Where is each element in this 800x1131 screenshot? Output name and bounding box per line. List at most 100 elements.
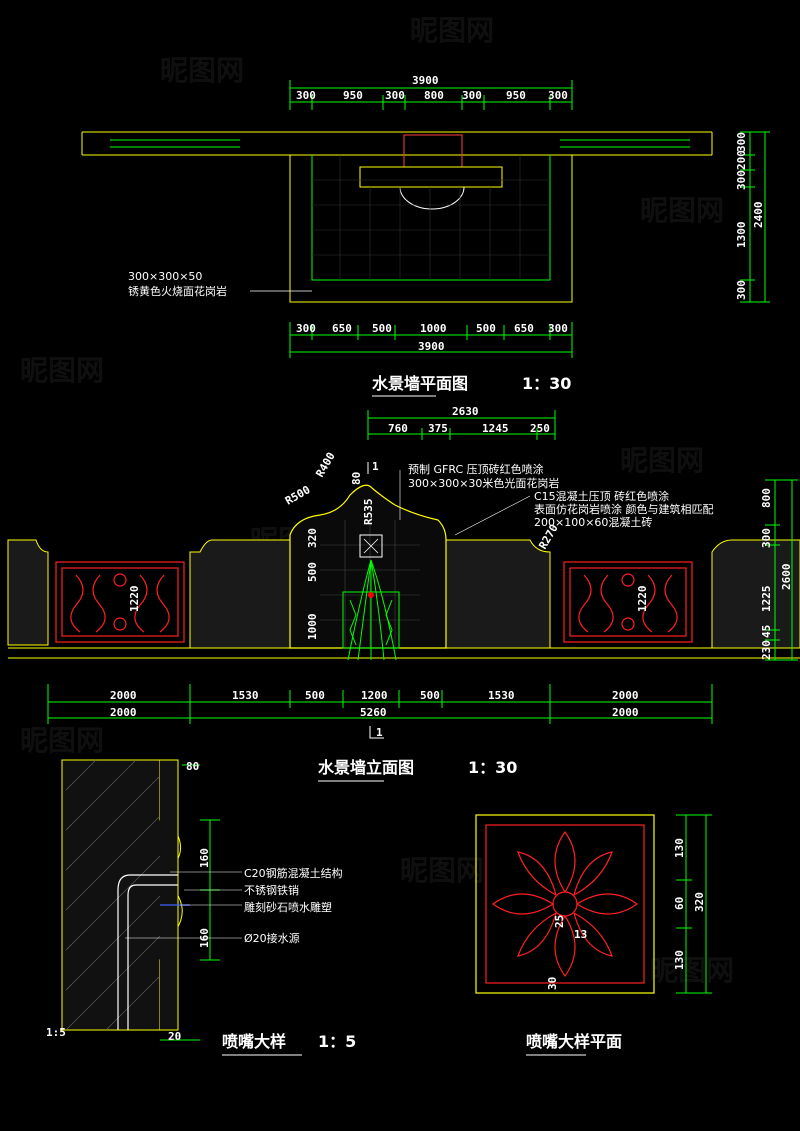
elev-top-seg: 250 — [530, 422, 550, 435]
elev-grille-right — [563, 561, 693, 643]
plan-top-seg: 300 — [548, 89, 568, 102]
elev-bottom-dim: 1530 — [232, 689, 259, 702]
nozzle-dim: 80 — [186, 760, 199, 773]
elev-notes: 预制 GFRC 压顶砖红色喷涂 300×300×30米色光面花岗岩 C15混凝土… — [408, 462, 714, 529]
elev-bottom-dim: 5260 — [360, 706, 387, 719]
plan-top-seg: 300 — [385, 89, 405, 102]
elev-nozzle-square — [359, 534, 383, 558]
elev-right-dim: 1225 — [760, 586, 773, 613]
nozzle-plan-inner-dim: 25 — [553, 915, 566, 928]
plan-bottom-seg: 650 — [514, 322, 534, 335]
plan-right-dim: 300 — [735, 280, 748, 300]
nozzle-notes: C20钢筋混凝土结构 不锈钢铁销 雕刻砂石喷水雕塑 Ø20接水源 — [244, 866, 343, 945]
svg-text:昵图网: 昵图网 — [640, 194, 724, 227]
elev-right-dim: 800 — [760, 488, 773, 508]
plan-note-2: 锈黄色火烧面花岗岩 — [128, 284, 227, 298]
elev-bottom-dim: 1530 — [488, 689, 515, 702]
svg-text:昵图网: 昵图网 — [650, 954, 734, 987]
elev-radius: R535 — [362, 499, 375, 526]
elev-dim-lines-bottom — [47, 684, 713, 724]
elev-water-dot — [368, 592, 374, 598]
plan-dim-lines-top — [289, 80, 573, 110]
elev-dim-lines-top — [367, 410, 556, 440]
svg-text:昵图网: 昵图网 — [620, 444, 704, 477]
plan-dim-lines-right — [740, 131, 770, 303]
nozzle-plan-dim: 130 — [673, 838, 686, 858]
elev-right-dim: 230 — [760, 640, 773, 660]
plan-paving-grid — [312, 155, 550, 280]
nozzle-plan-total: 320 — [693, 892, 706, 912]
plan-note-1: 300×300×50 — [128, 270, 202, 283]
plan-bottom-seg: 500 — [372, 322, 392, 335]
elev-grille-left — [55, 561, 185, 643]
elev-right-dim: 45 — [760, 625, 773, 638]
elev-note: C15混凝土压顶 砖红色喷涂 — [534, 489, 669, 503]
plan-top-seg: 800 — [424, 89, 444, 102]
elev-center-height: 320 — [306, 528, 319, 548]
nozzle-detail-scale: 1：5 — [318, 1032, 356, 1051]
plan-right-dim: 300 — [735, 170, 748, 190]
nozzle-note: 雕刻砂石喷水雕塑 — [244, 900, 332, 914]
elev-top-seg: 375 — [428, 422, 448, 435]
nozzle-plan-view: 130 60 130 320 25 13 30 喷嘴大样平面 — [475, 814, 712, 1056]
plan-right-dim: 200 — [735, 150, 748, 170]
elev-note: 300×300×30米色光面花岗岩 — [408, 476, 559, 490]
elev-title: 水景墙立面图 — [318, 758, 414, 777]
nozzle-note: Ø20接水源 — [244, 931, 300, 945]
nozzle-detail-title: 喷嘴大样 — [222, 1032, 286, 1051]
nozzle-plan-dim: 60 — [673, 897, 686, 910]
plan-right-dim: 300 — [735, 132, 748, 152]
plan-scale: 1：30 — [522, 374, 571, 393]
plan-bottom-seg: 500 — [476, 322, 496, 335]
elev-bottom-dim: 2000 — [612, 689, 639, 702]
elev-note: 200×100×60混凝土砖 — [534, 515, 652, 529]
plan-title: 水景墙平面图 — [372, 374, 468, 393]
elev-right-dim: 300 — [760, 528, 773, 548]
elev-panel-dim-right: 1220 — [636, 586, 649, 613]
elev-dim-lines-right — [765, 479, 798, 661]
nozzle-plan-dim-lines — [676, 814, 712, 994]
elev-right-total: 2600 — [780, 564, 793, 591]
plan-dim-lines-bottom — [289, 322, 573, 358]
plan-bottom-total: 3900 — [418, 340, 445, 353]
plan-top-segments: 300 950 300 800 300 950 300 — [296, 89, 568, 102]
elev-walls — [7, 539, 800, 649]
svg-text:昵图网: 昵图网 — [20, 354, 104, 387]
plan-top-seg: 950 — [506, 89, 526, 102]
nozzle-detail-view: 80 160 160 20 1:5 C20钢筋混凝土结构 不锈钢铁销 雕刻砂石喷… — [46, 759, 356, 1056]
elev-top-total: 2630 — [452, 405, 479, 418]
plan-top-seg: 300 — [462, 89, 482, 102]
elev-bottom-dim: 500 — [305, 689, 325, 702]
elev-bottom-dim: 1200 — [361, 689, 388, 702]
nozzle-hatch — [65, 759, 161, 1031]
elev-section-mark-bottom: 1 — [376, 726, 383, 739]
elev-top-seg: 760 — [388, 422, 408, 435]
elev-bottom-dim: 2000 — [612, 706, 639, 719]
plan-bottom-seg: 1000 — [420, 322, 447, 335]
elev-note: 表面仿花岗岩喷涂 颜色与建筑相匹配 — [534, 502, 714, 516]
nozzle-dim: 20 — [168, 1030, 181, 1043]
plan-bottom-segments: 300 650 500 1000 500 650 300 — [296, 322, 568, 335]
elev-radius: R400 — [313, 450, 338, 479]
svg-text:昵图网: 昵图网 — [410, 14, 494, 47]
nozzle-scale-mark: 1:5 — [46, 1026, 66, 1039]
elev-center-height: 500 — [306, 562, 319, 582]
plan-wall — [81, 131, 713, 303]
svg-text:昵图网: 昵图网 — [20, 724, 104, 757]
nozzle-dim: 160 — [198, 848, 211, 868]
nozzle-plan-inner-dim: 13 — [574, 928, 587, 941]
elev-center-height: 1000 — [306, 614, 319, 641]
nozzle-flower — [491, 830, 639, 978]
plan-bottom-seg: 300 — [296, 322, 316, 335]
elevation-view: 2630 760 375 1245 250 — [7, 405, 800, 782]
nozzle-plan-inner-dim: 30 — [546, 977, 559, 990]
elev-panel-dim: 1220 — [128, 586, 141, 613]
elev-bottom-dim: 2000 — [110, 689, 137, 702]
elev-bottom-dim: 500 — [420, 689, 440, 702]
nozzle-note: 不锈钢铁销 — [244, 883, 299, 897]
elev-scale: 1：30 — [468, 758, 517, 777]
nozzle-note: C20钢筋混凝土结构 — [244, 866, 343, 880]
elev-note: 预制 GFRC 压顶砖红色喷涂 — [408, 462, 544, 476]
elev-radius: R500 — [283, 483, 312, 508]
